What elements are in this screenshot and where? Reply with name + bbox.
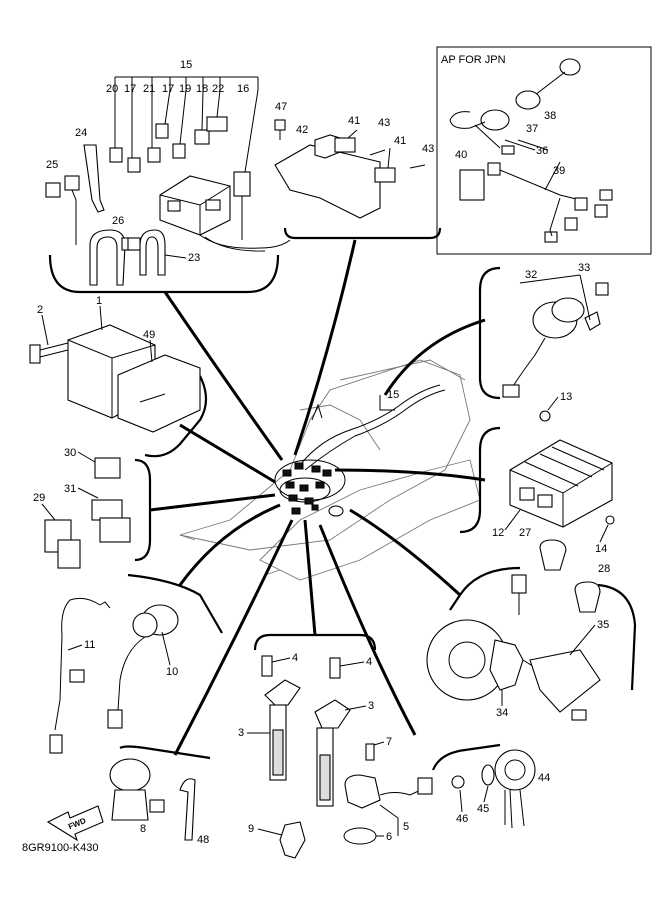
callout-38: 38	[544, 110, 556, 122]
main-switch-group	[478, 266, 609, 400]
callout-8: 8	[140, 823, 146, 835]
callout-6: 6	[386, 831, 392, 843]
pressure-switch-group	[109, 745, 211, 841]
callout-42: 42	[296, 124, 308, 136]
callout-13: 13	[560, 391, 572, 403]
callout-11: 11	[84, 639, 95, 651]
callout-12: 12	[492, 527, 504, 539]
callout-23: 23	[188, 252, 200, 264]
callout-28: 28	[598, 563, 610, 575]
callout-16: 16	[237, 83, 249, 95]
stator-group	[426, 539, 637, 721]
callout-17b: 17	[162, 83, 174, 95]
relay-group	[44, 457, 152, 569]
callout-9: 9	[248, 823, 254, 835]
callout-34: 34	[496, 707, 508, 719]
callout-1: 1	[96, 295, 102, 307]
callout-26: 26	[112, 215, 124, 227]
rectifier-group	[459, 410, 615, 534]
callout-32: 32	[525, 269, 537, 281]
callout-3: 3	[238, 727, 244, 739]
callout-2: 2	[37, 304, 43, 316]
callout-33: 33	[578, 262, 590, 274]
callout-35: 35	[597, 619, 609, 631]
central-frame-drawing	[179, 359, 481, 581]
callout-18: 18	[196, 83, 208, 95]
callout-43b: 43	[422, 143, 434, 155]
callout-24: 24	[75, 127, 87, 139]
fwd-arrow-icon: FWD	[46, 805, 104, 842]
callout-4: 4	[292, 652, 298, 664]
callout-31: 31	[64, 483, 76, 495]
callout-39: 39	[553, 165, 565, 177]
callout-48: 48	[197, 834, 209, 846]
callout-41: 41	[348, 115, 360, 127]
callout-19: 19	[179, 83, 191, 95]
drawing-code: 8GR9100-K430	[22, 842, 99, 854]
callout-27: 27	[519, 527, 531, 539]
callout-20: 20	[106, 83, 118, 95]
sensor-44-group	[431, 743, 536, 829]
ecu-group	[29, 324, 208, 458]
callout-21: 21	[143, 83, 155, 95]
inset-title: AP FOR JPN	[441, 54, 506, 66]
callout-22: 22	[212, 83, 224, 95]
callout-labels: 15 20 17 21 17 19 18 22 16 24 25 26 23 4…	[33, 59, 610, 846]
callout-46: 46	[456, 813, 468, 825]
leader-lines	[149, 239, 486, 756]
callout-25: 25	[46, 159, 58, 171]
callout-29: 29	[33, 492, 45, 504]
callout-14: 14	[595, 543, 607, 555]
callout-15: 15	[180, 59, 192, 71]
fuse-box-group	[45, 76, 291, 294]
callout-5: 5	[403, 821, 409, 833]
sensor-group	[49, 573, 223, 754]
callout-41b: 41	[394, 135, 406, 147]
callout-43: 43	[378, 117, 390, 129]
callout-37: 37	[526, 123, 538, 135]
callout-30: 30	[64, 447, 76, 459]
callout-17: 17	[124, 83, 136, 95]
callout-4b: 4	[366, 656, 372, 668]
callout-10: 10	[166, 666, 178, 678]
callout-7: 7	[386, 736, 392, 748]
relay-bracket-group	[274, 119, 442, 240]
callout-47: 47	[275, 101, 287, 113]
callout-44: 44	[538, 772, 550, 784]
callout-40: 40	[455, 149, 467, 161]
ignition-coil-group	[253, 633, 433, 859]
callout-36: 36	[536, 145, 548, 157]
callout-15b: 15	[387, 389, 399, 401]
callout-45: 45	[477, 803, 489, 815]
jpn-inset-box: AP FOR JPN	[436, 46, 652, 255]
callout-3b: 3	[368, 700, 374, 712]
callout-49: 49	[143, 329, 155, 341]
